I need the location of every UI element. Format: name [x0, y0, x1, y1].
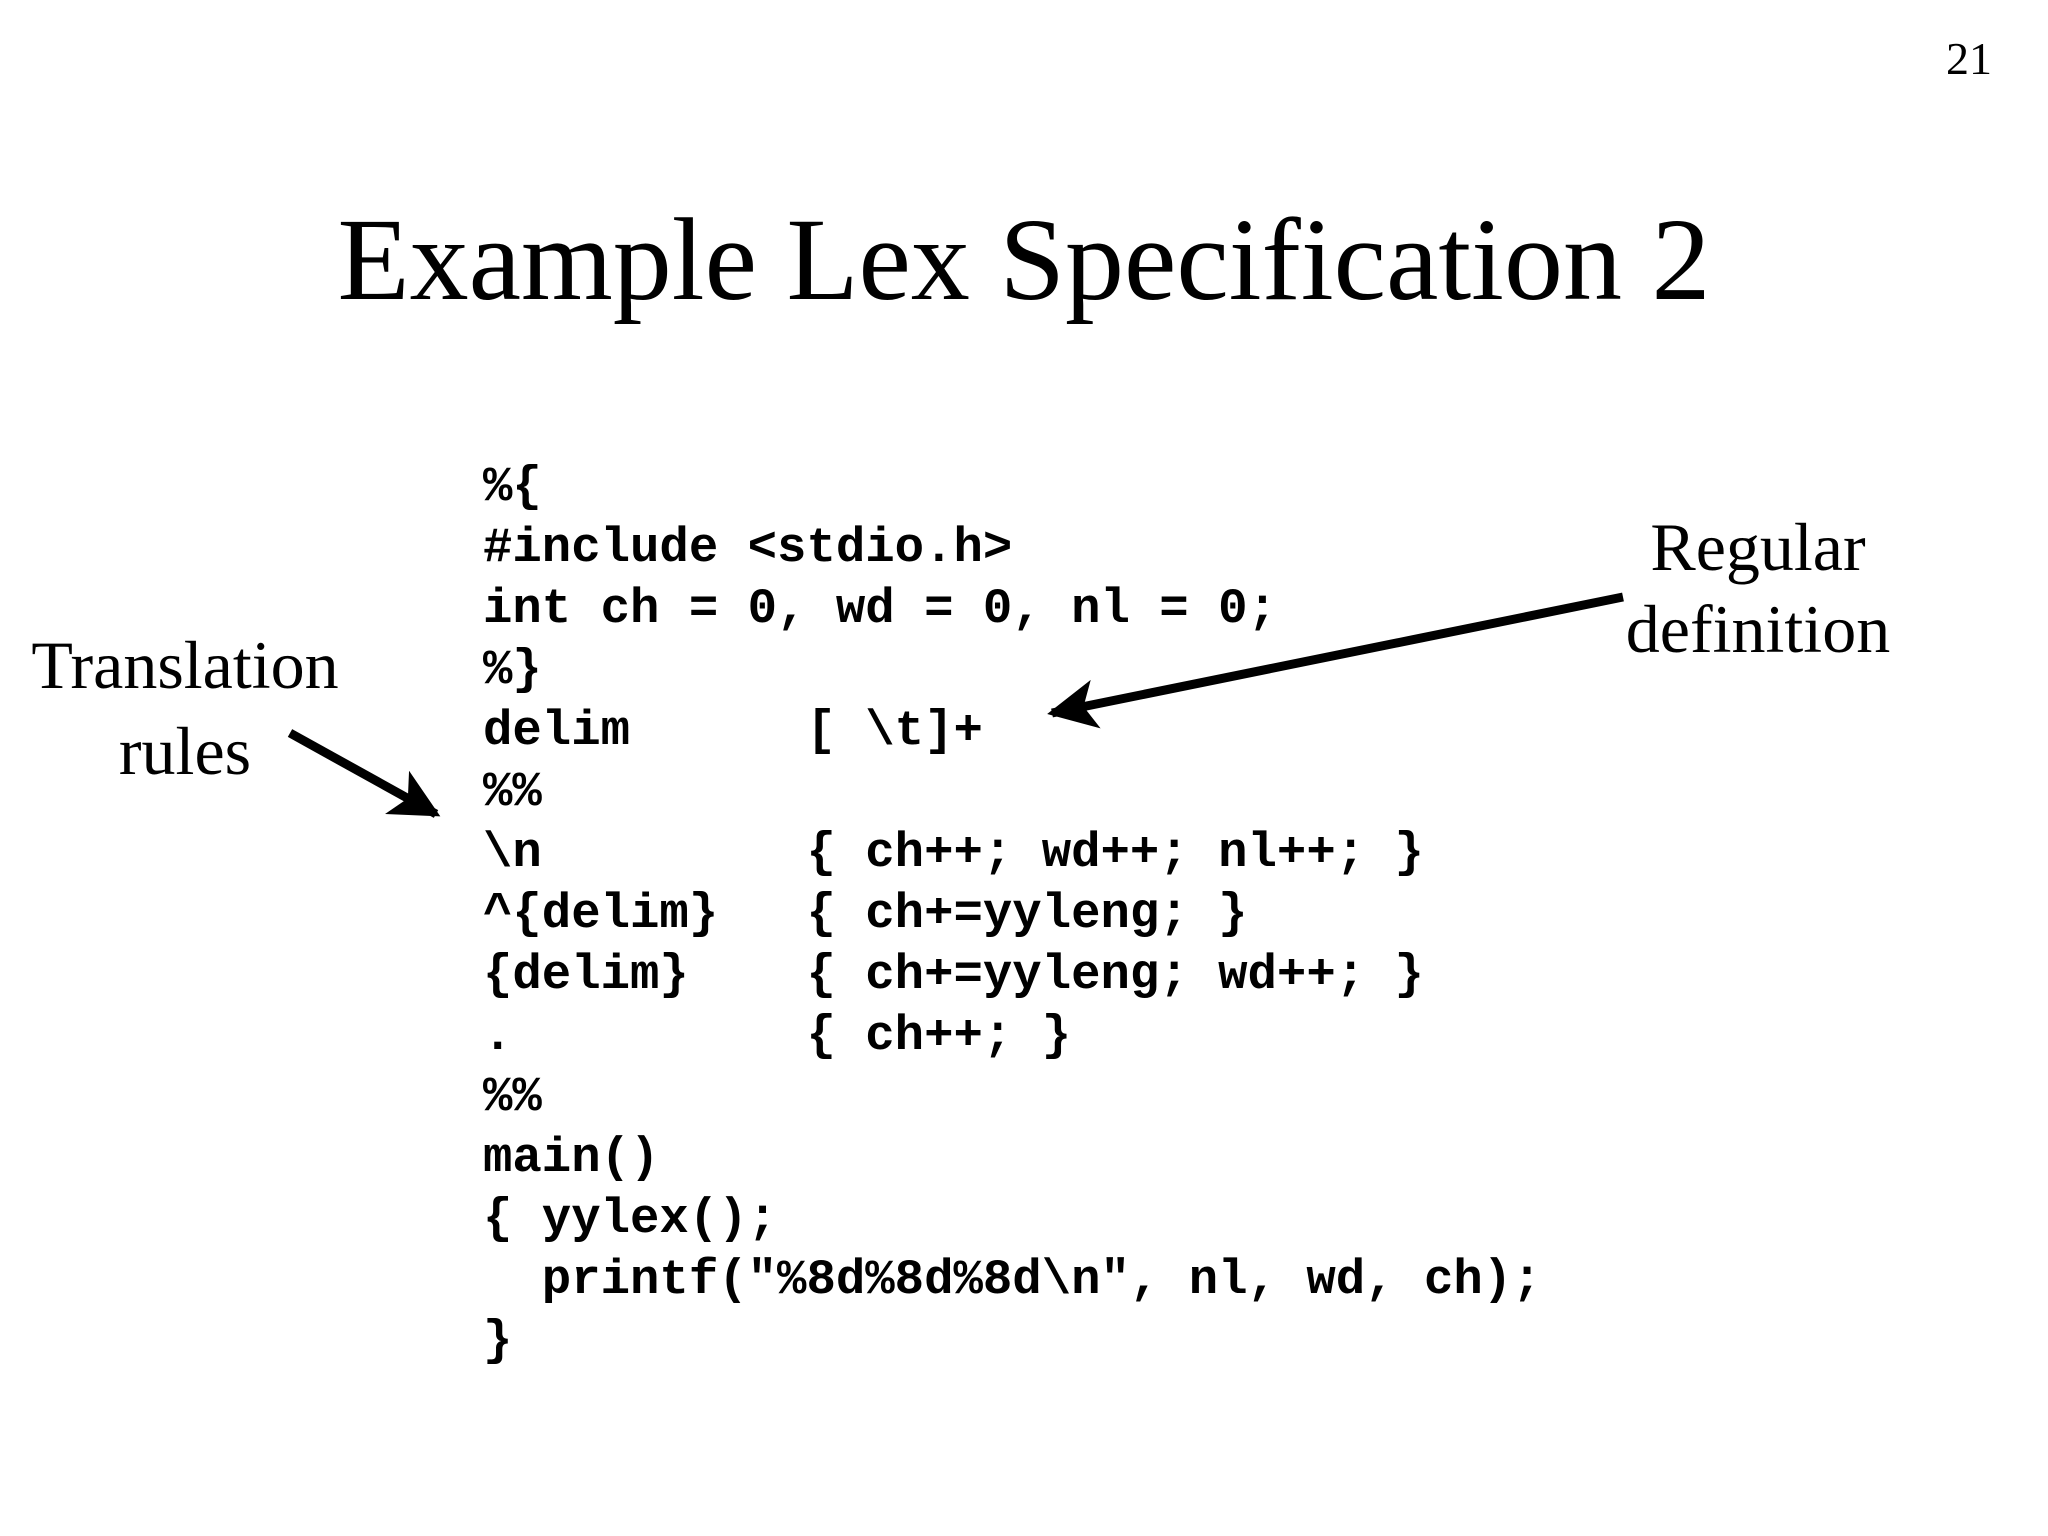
code-line: %{ — [483, 459, 542, 515]
lex-code-listing: %{ #include <stdio.h> int ch = 0, wd = 0… — [483, 457, 1542, 1372]
code-line: ^{delim} { ch+=yyleng; } — [483, 886, 1248, 942]
code-line: {delim} { ch+=yyleng; wd++; } — [483, 947, 1424, 1003]
translation-rules-label: Translation rules — [18, 622, 352, 794]
code-line: int ch = 0, wd = 0, nl = 0; — [483, 581, 1277, 637]
page-title: Example Lex Specification 2 — [337, 194, 1711, 325]
code-line: %% — [483, 1069, 542, 1125]
regular-definition-label: Regular definition — [1538, 506, 1978, 670]
code-line: printf("%8d%8d%8d\n", nl, wd, ch); — [483, 1252, 1542, 1308]
translation-rules-label-line1: Translation — [31, 627, 339, 703]
regular-definition-label-line2: definition — [1625, 591, 1891, 667]
code-line: #include <stdio.h> — [483, 520, 1013, 576]
page-number: 21 — [1946, 33, 1992, 84]
code-line: . { ch++; } — [483, 1008, 1072, 1064]
translation-rules-label-line2: rules — [118, 713, 252, 789]
code-line: %% — [483, 764, 542, 820]
code-line: { yylex(); — [483, 1191, 778, 1247]
code-line: main() — [483, 1130, 660, 1186]
code-line: \n { ch++; wd++; nl++; } — [483, 825, 1424, 881]
regular-definition-label-line1: Regular — [1650, 509, 1866, 585]
code-line: %} — [483, 642, 542, 698]
code-line: } — [483, 1313, 513, 1369]
code-line: delim [ \t]+ — [483, 703, 983, 759]
